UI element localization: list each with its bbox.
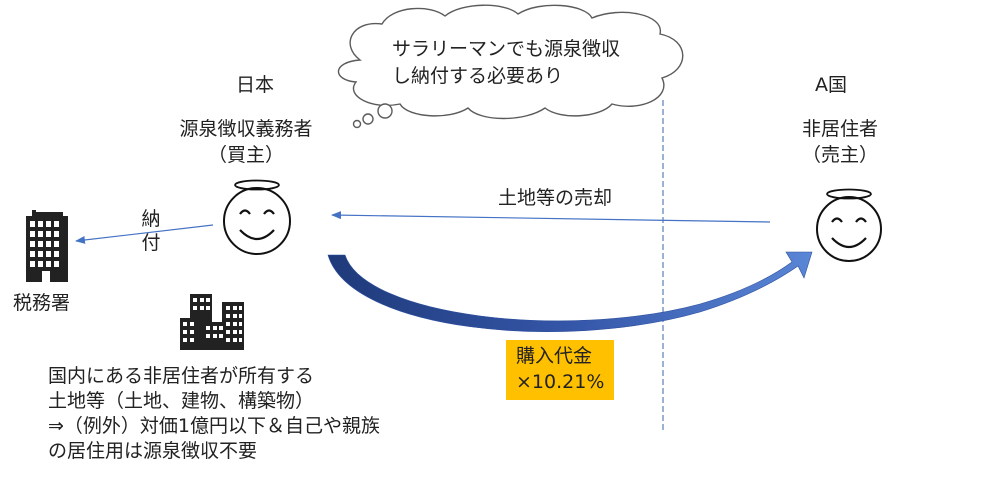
payment-label: 納 付	[138, 207, 164, 255]
japan-country-label: 日本	[236, 74, 275, 96]
note-line-4: の居住用は源泉徴収不要	[48, 440, 258, 462]
country-a-label: A国	[815, 74, 847, 96]
note-line-3: ⇒（例外）対価1億円以下＆自己や親族	[48, 415, 381, 437]
thought-bubble-text: サラリーマンでも源泉徴収 し納付する必要あり	[392, 36, 692, 90]
japan-role-line-2: （買主）	[207, 144, 284, 166]
thought-bubble-line-1: サラリーマンでも源泉徴収	[392, 38, 621, 60]
price-box: 購入代金 ×10.21%	[506, 340, 614, 400]
payment-arrow	[75, 224, 214, 244]
seller-smiley-icon	[816, 188, 882, 262]
country-a-role-line-1: 非居住者	[801, 118, 878, 140]
office-building-icon	[26, 210, 68, 282]
tax-office-label: 税務署	[13, 292, 71, 314]
japan-role-line-1: 源泉徴収義務者	[179, 118, 313, 140]
country-a-role-line-2: （売主）	[801, 144, 878, 166]
payment-curve-arrow	[327, 251, 813, 332]
country-a-role-label: 非居住者 （売主）	[790, 116, 890, 168]
sale-arrow	[331, 211, 771, 223]
sale-label: 土地等の売却	[498, 187, 613, 209]
buyer-smiley-icon	[223, 179, 291, 255]
city-buildings-icon	[180, 294, 244, 350]
price-line-2: ×10.21%	[516, 371, 605, 393]
thought-cloud	[337, 4, 684, 129]
exemption-note: 国内にある非居住者が所有する 土地等（土地、建物、構築物） ⇒（例外）対価1億円…	[48, 364, 380, 464]
payment-label-char-1: 納	[141, 208, 161, 230]
payment-label-char-2: 付	[141, 232, 161, 254]
note-line-2: 土地等（土地、建物、構築物）	[48, 390, 315, 412]
price-line-1: 購入代金	[516, 345, 593, 367]
thought-bubble-line-2: し納付する必要あり	[392, 65, 564, 87]
note-line-1: 国内にある非居住者が所有する	[48, 365, 315, 387]
japan-role-label: 源泉徴収義務者 （買主）	[166, 116, 326, 168]
